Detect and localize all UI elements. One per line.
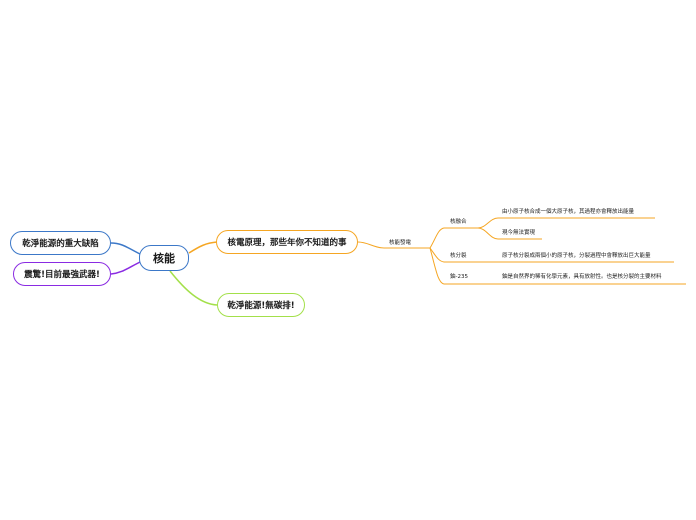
link-power-u235 [429,247,478,285]
leaf-fission-desc[interactable]: 原子核分裂成兩個小的原子核，分裂過程中會釋放出巨大能量 [502,253,651,259]
link-central-atom [188,241,218,254]
branch-clean-energy-top[interactable]: 乾淨能源!無碳排! [217,293,305,317]
branch-clean-energy-flaw[interactable]: 乾淨能源的重大缺陷 [10,231,111,255]
link-central-clean-flaw [110,242,141,255]
branch-shocking-weapon[interactable]: 震驚!目前最強武器! [13,262,111,286]
leaf-fusion-status[interactable]: 現今無法實現 [502,230,536,236]
link-atom-power [357,241,430,249]
link-central-weapon [110,261,141,275]
link-fusion-status [477,227,542,240]
topic-nuclear-power[interactable]: 核能發電 [389,240,412,246]
link-power-fusion [429,227,478,249]
leaf-fusion-desc[interactable]: 由小原子核合成一個大原子核，其過程亦會釋放出能量 [502,209,635,215]
branch-atom-facts[interactable]: 核電原理，那些年你不知道的事 [216,230,358,254]
topic-fission[interactable]: 核分裂 [450,253,467,259]
link-central-clean-top [169,270,218,306]
link-power-fission [429,247,478,263]
central-node[interactable]: 核能 [139,245,189,271]
leaf-u235-desc[interactable]: 鈾是自然界的稀有化學元素，具有放射性。也是核分裂的主要材料 [502,274,662,280]
topic-u235[interactable]: 鈾-235 [450,274,468,280]
link-fusion-desc [477,217,655,229]
topic-fusion[interactable]: 核融合 [450,219,467,225]
